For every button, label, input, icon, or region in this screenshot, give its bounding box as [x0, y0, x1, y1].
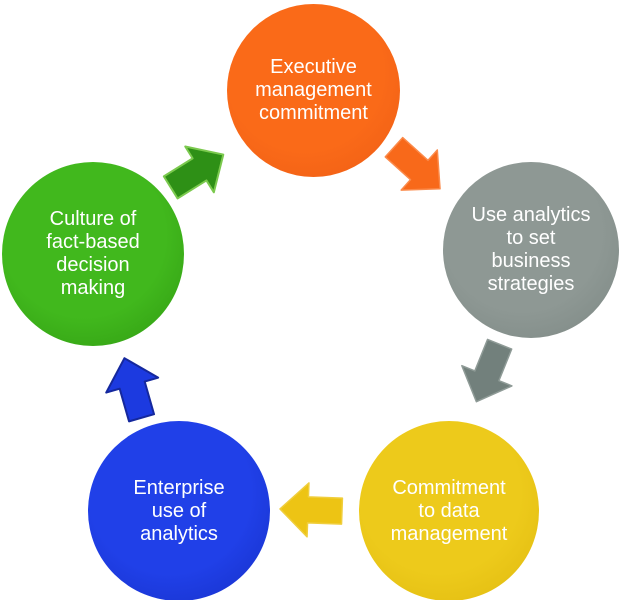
- arrow-right-to-bottomright-icon: [461, 338, 513, 403]
- node-enterprise-use-of-analytics: Enterprise use of analytics: [88, 421, 270, 600]
- node-executive-management-commitment: Executive management commitment: [227, 4, 400, 177]
- node-commitment-to-data-management: Commitment to data management: [359, 421, 539, 600]
- arrow-left-to-top-icon: [162, 145, 225, 200]
- arrow-bottomright-to-bottomleft-icon: [279, 482, 344, 538]
- node-label: Culture of fact-based decision making: [46, 208, 140, 299]
- node-culture-of-fact-based-decision-making: Culture of fact-based decision making: [2, 162, 184, 346]
- arrow-top-to-right-icon: [384, 136, 441, 191]
- node-label: Enterprise use of analytics: [133, 476, 225, 545]
- node-label: Commitment to data management: [390, 476, 508, 545]
- node-label: Use analytics to set business strategies: [471, 204, 591, 295]
- arrow-bottomleft-to-left-icon: [105, 357, 160, 423]
- node-use-analytics-to-set-business-strategies: Use analytics to set business strategies: [443, 162, 619, 338]
- node-label: Executive management commitment: [255, 56, 372, 124]
